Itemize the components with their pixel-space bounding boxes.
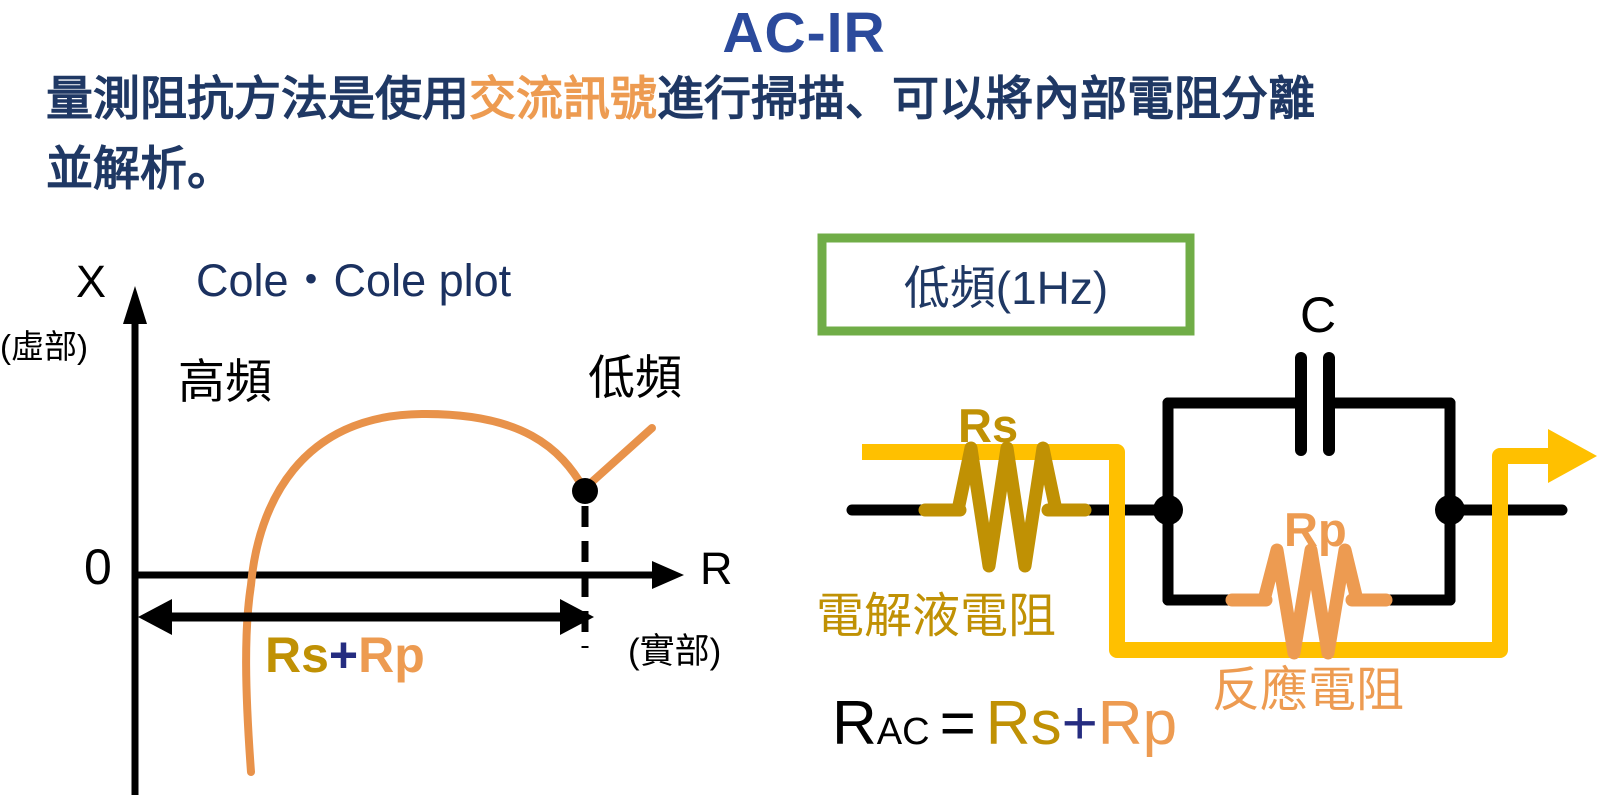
rs-plus-rp-label: Rs+Rp (265, 626, 425, 684)
span-plus: + (328, 627, 359, 683)
span-rp: Rp (358, 627, 425, 683)
reaction-resistance-label: 反應電阻 (1212, 664, 1405, 717)
formula-plus: + (1061, 689, 1098, 758)
rp-label: Rp (1284, 503, 1347, 556)
body-line-2: 並解析。 (46, 141, 234, 195)
formula-lhs-sub: AC (876, 711, 930, 753)
node-dot-left (1153, 495, 1183, 525)
rs-label: Rs (958, 399, 1019, 452)
cole-plot-title: Cole・Cole plot (196, 255, 512, 306)
page-title: AC-IR (722, 1, 886, 65)
current-path-arrow (862, 429, 1597, 658)
span-rs: Rs (265, 627, 329, 683)
body-paragraph: 量測阻抗方法是使用交流訊號進行掃描、可以將內部電阻分離 並解析。 (46, 64, 1586, 203)
formula-lhs: R (832, 689, 877, 758)
rs-rp-span-arrow (138, 599, 594, 635)
rs-resistor (918, 441, 1092, 573)
body-line1-pre: 量測阻抗方法是使用 (46, 72, 469, 125)
impedance-curve (242, 409, 656, 776)
electrolyte-resistance-label: 電解液電阻 (816, 590, 1057, 643)
x-axis-label: R (700, 543, 733, 594)
plot-x-axis (132, 561, 684, 589)
equivalent-circuit-figure (817, 233, 1597, 660)
capacitor-label: C (1300, 287, 1337, 343)
body-line-1: 量測阻抗方法是使用交流訊號進行掃描、可以將內部電阻分離 (46, 64, 1586, 134)
capacitor (1295, 352, 1335, 456)
origin-label: 0 (84, 539, 112, 595)
low-freq-label: 低頻 (588, 351, 682, 404)
cole-cole-plot-figure (123, 286, 684, 795)
x-axis-sub-label: (實部) (628, 632, 722, 671)
formula-equals: = (939, 689, 976, 758)
high-freq-label: 高頻 (178, 355, 272, 408)
plot-y-axis (123, 286, 147, 795)
y-axis-sub-label: (虛部) (0, 328, 88, 365)
freq-box-border (817, 233, 1195, 336)
node-dot-right (1435, 495, 1465, 525)
formula-rs: Rs (985, 689, 1062, 758)
freq-box-label: 低頻(1Hz) (903, 261, 1109, 314)
rp-resistor (1225, 543, 1393, 660)
formula-rp: Rp (1097, 689, 1178, 758)
rac-formula: RAC=Rs+Rp (832, 688, 1177, 759)
body-line1-highlight: 交流訊號 (469, 72, 657, 125)
body-line1-post: 進行掃描、可以將內部電阻分離 (657, 72, 1315, 125)
y-axis-label: X (76, 256, 107, 307)
low-freq-point (572, 478, 598, 504)
